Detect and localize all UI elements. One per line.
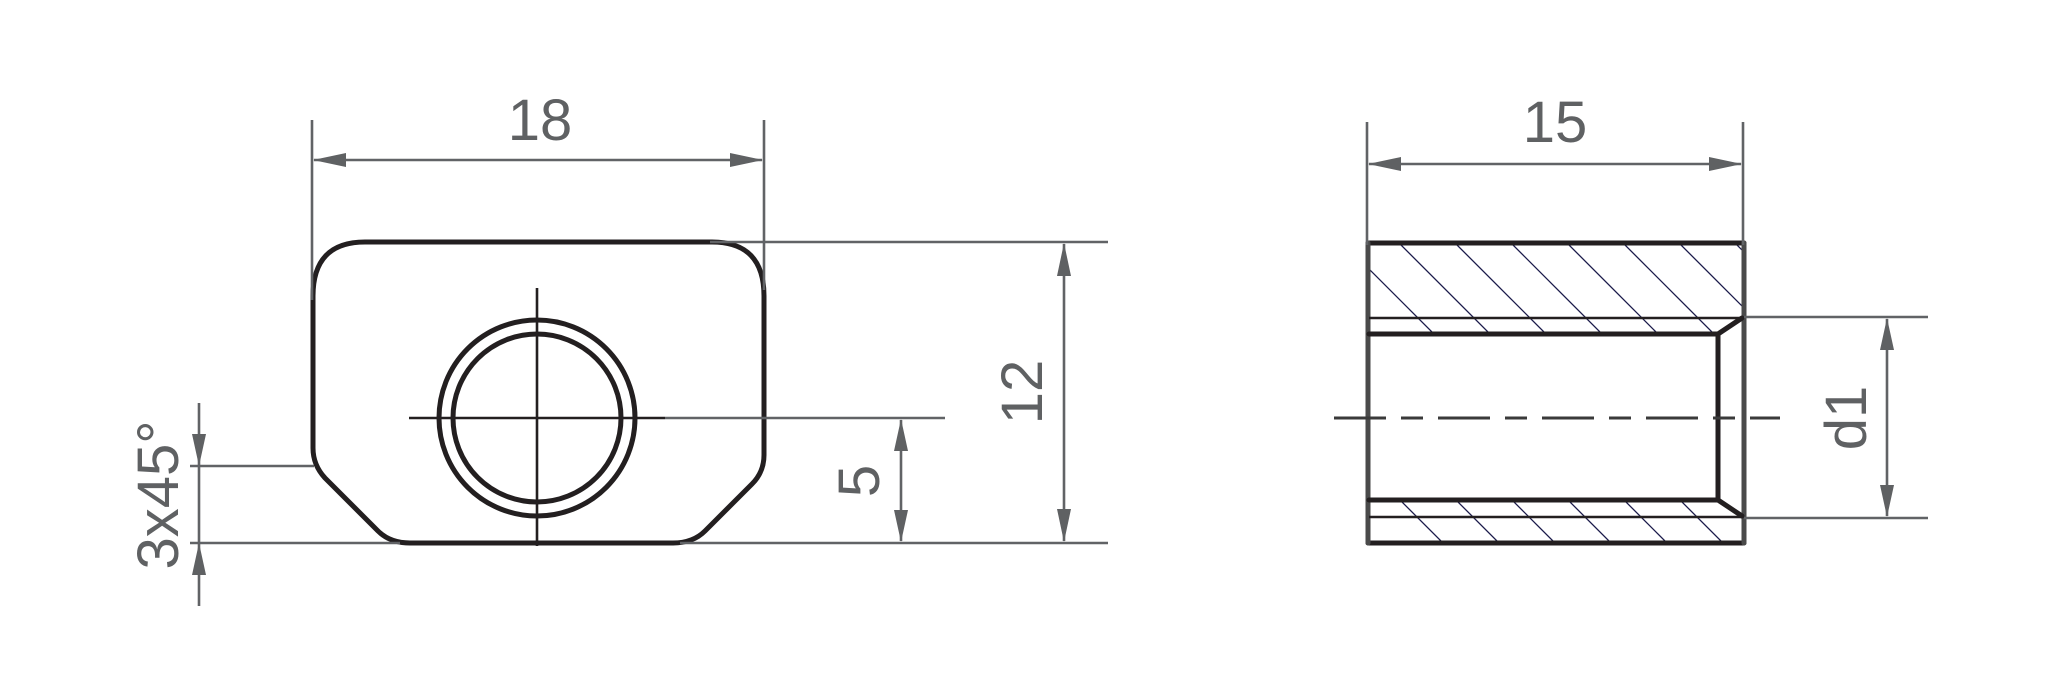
dimension-length: 15 [1365,90,1745,245]
dimension-height: 12 [990,243,1071,542]
front-view: 18 12 5 3x45° [126,88,1108,606]
dimension-length-label: 15 [1523,90,1588,155]
nut-front-outline [310,239,767,546]
hatch-top-wall [1369,244,1743,334]
dimension-center-height: 5 [827,419,908,542]
dimension-height-label: 12 [990,360,1055,425]
hatch-bottom-wall [1401,502,1724,543]
dimension-chamfer: 3x45° [126,403,206,606]
dimension-width-label: 18 [508,88,573,153]
side-view: 15 d1 [1334,90,1928,546]
dimension-chamfer-label: 3x45° [126,421,191,570]
dimension-center-height-label: 5 [827,465,892,497]
dimension-width: 18 [313,88,763,167]
dimension-bore-diameter: d1 [1744,315,1928,520]
dimension-bore-diameter-label: d1 [1814,386,1879,451]
